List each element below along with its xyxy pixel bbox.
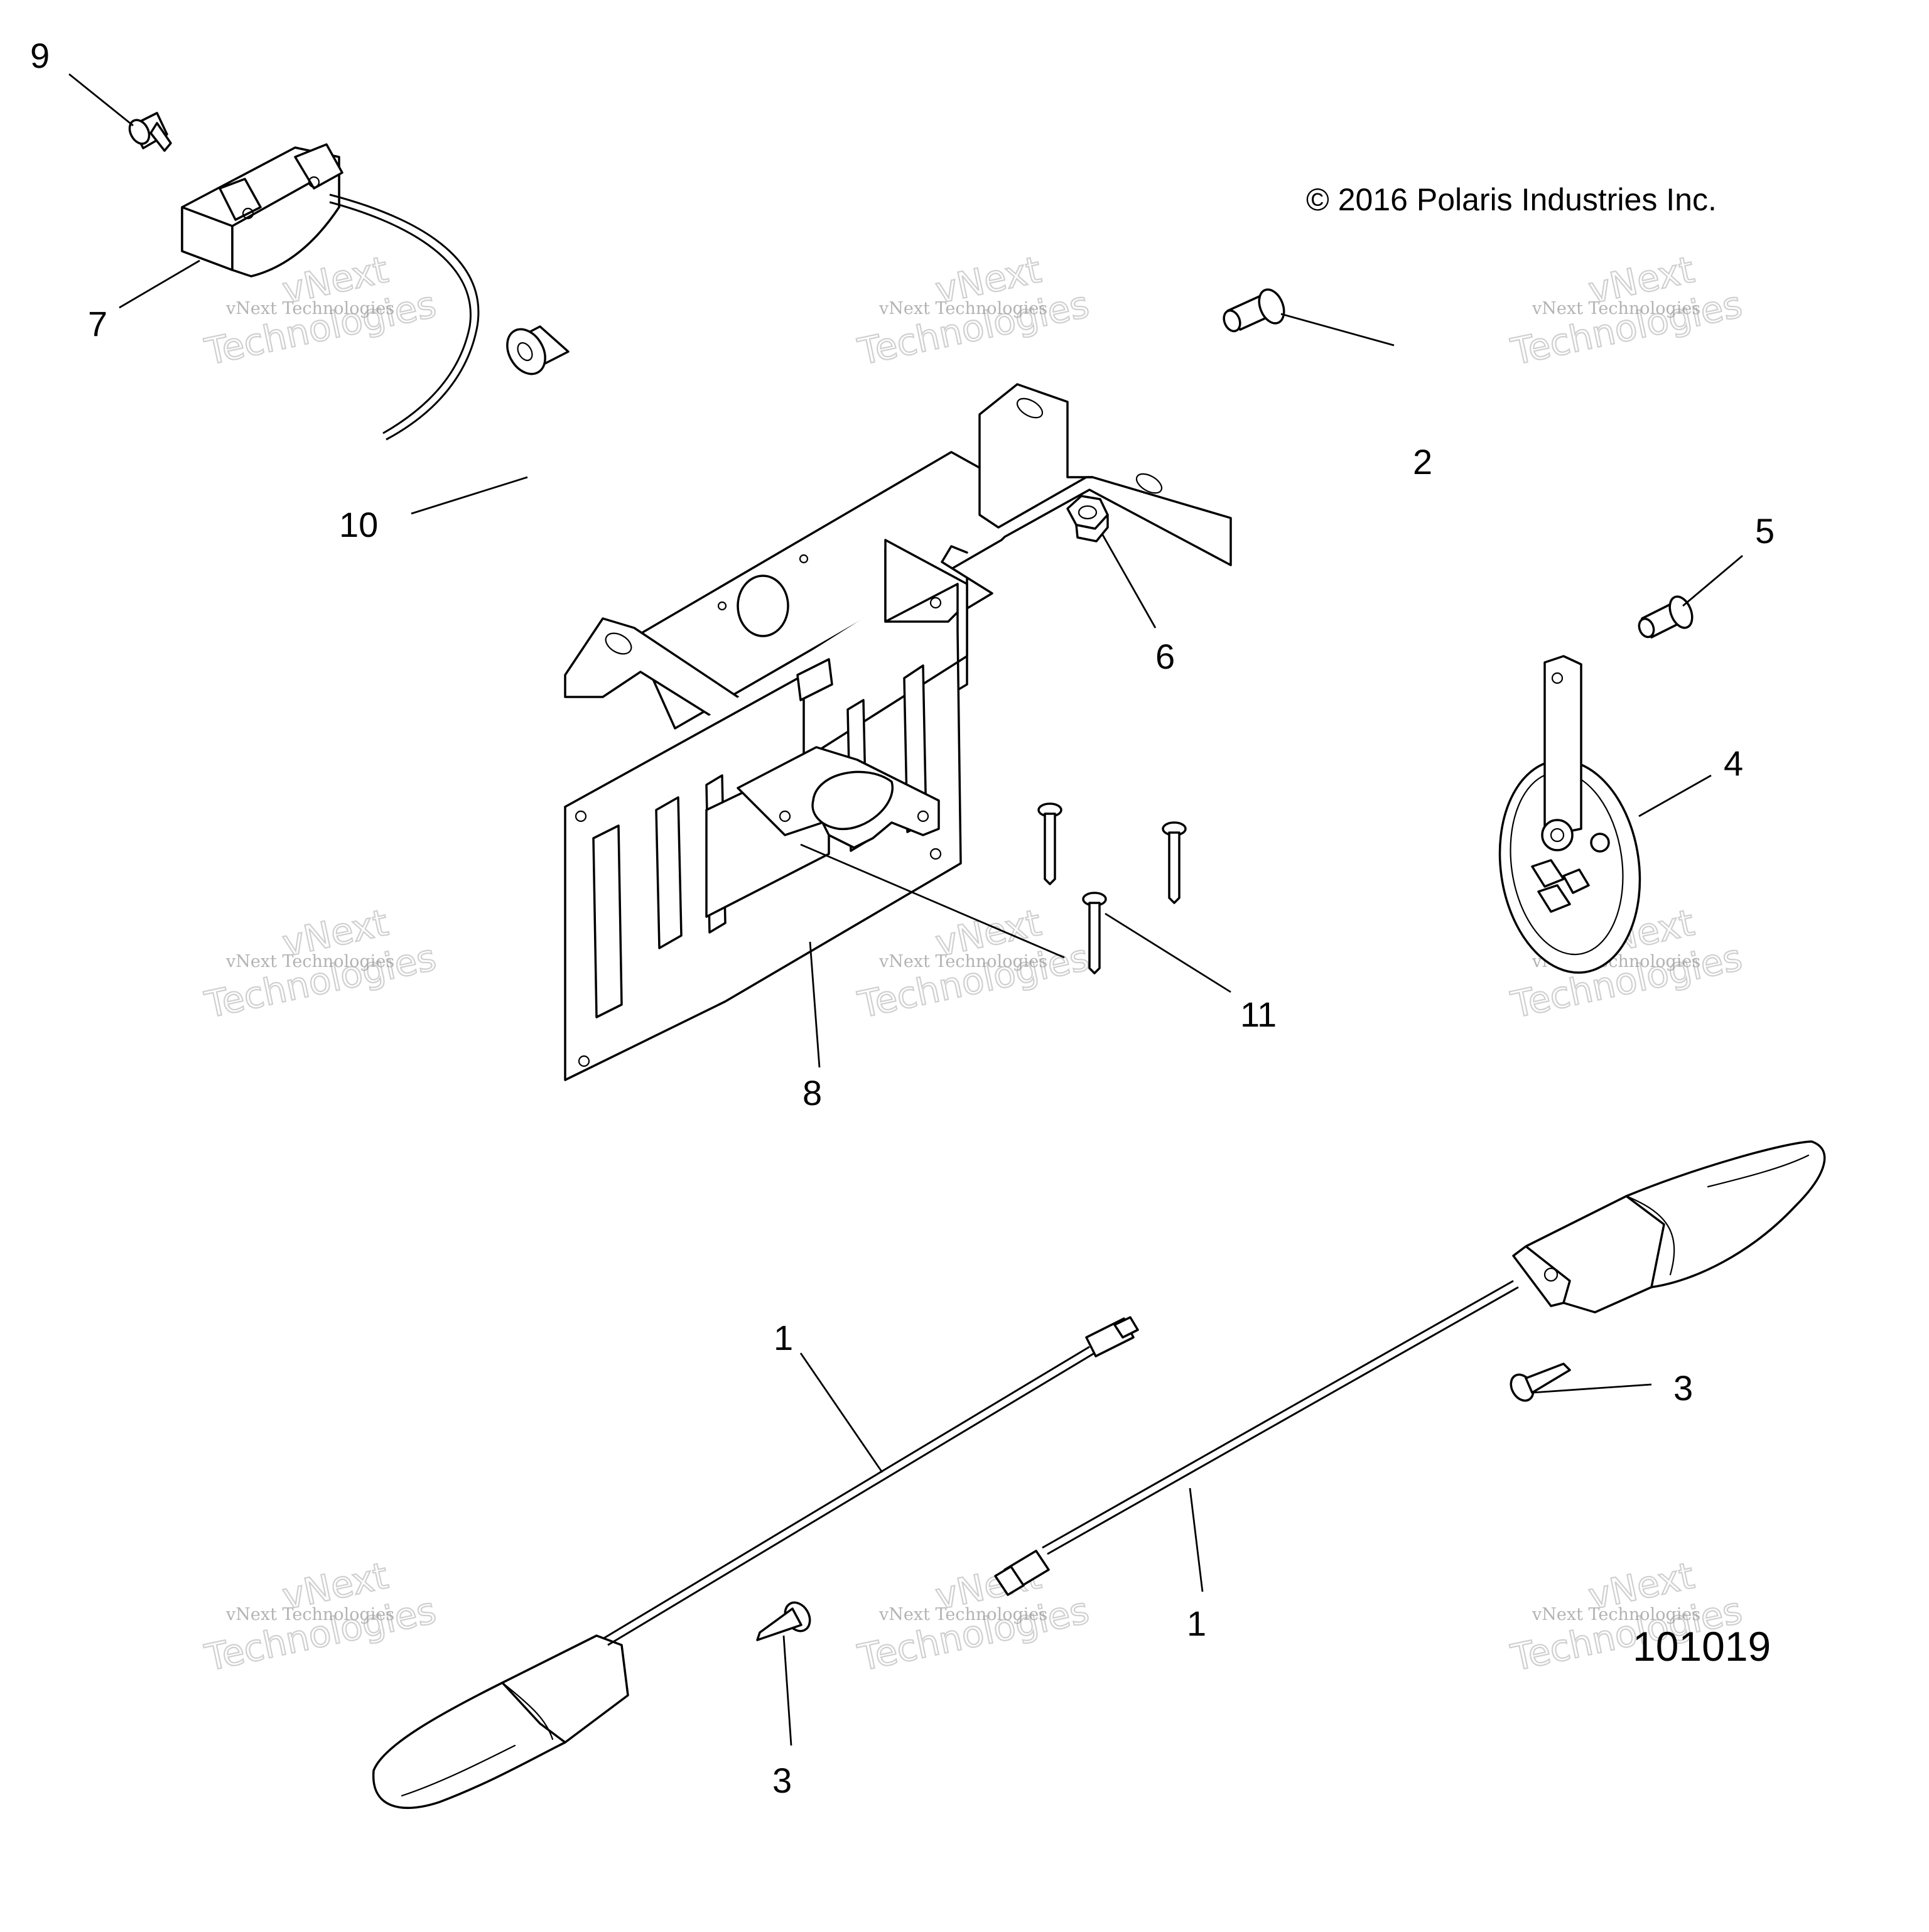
screw-icon	[1162, 821, 1187, 904]
watermarks: vNext Technologies vNext Technologies vN…	[200, 247, 1746, 1680]
callout-10: 10	[339, 505, 378, 544]
license-plate-light-icon	[181, 143, 480, 441]
callout-1a: 1	[774, 1318, 793, 1357]
screw-icon	[1037, 802, 1062, 885]
svg-text:vNext Technologies: vNext Technologies	[1532, 299, 1700, 318]
watermark: vNext Technologies vNext Technologies	[1506, 247, 1746, 374]
screw-icon	[1082, 892, 1107, 974]
svg-text:vNext Technologies: vNext Technologies	[878, 952, 1047, 971]
callout-3a: 3	[1673, 1368, 1693, 1408]
callout-11: 11	[1240, 995, 1277, 1034]
svg-text:vNext Technologies: vNext Technologies	[225, 299, 394, 318]
mounting-bracket-icon	[564, 383, 1232, 1081]
svg-text:vNext Technologies: vNext Technologies	[225, 1605, 394, 1624]
figure-id: 101019	[1633, 1623, 1771, 1670]
nut-icon	[1066, 495, 1109, 542]
bolt-icon	[1223, 288, 1285, 333]
svg-text:vNext Technologies: vNext Technologies	[1532, 1605, 1700, 1624]
callout-5: 5	[1755, 511, 1775, 551]
watermark: vNext Technologies vNext Technologies	[853, 900, 1093, 1027]
screw-icon	[1510, 1363, 1571, 1402]
svg-text:vNext Technologies: vNext Technologies	[878, 299, 1047, 318]
screw-icon	[756, 1601, 811, 1641]
callout-9: 9	[30, 36, 50, 75]
callouts: 9 7 10 2 5 6 4 11 8 1 3 1 3	[30, 36, 1775, 1800]
watermark: vNext Technologies vNext Technologies	[853, 1553, 1093, 1680]
callout-7: 7	[88, 304, 107, 343]
callout-6: 6	[1155, 637, 1175, 676]
watermark: vNext Technologies vNext Technologies	[200, 1553, 440, 1680]
bolt-icon	[128, 112, 172, 152]
spacer-icon	[506, 325, 570, 375]
svg-text:vNext Technologies: vNext Technologies	[225, 952, 394, 971]
svg-text:vNext Technologies: vNext Technologies	[878, 1605, 1047, 1624]
callout-3b: 3	[772, 1761, 792, 1800]
turn-signal-icon	[994, 1140, 1826, 1596]
horn-icon	[1498, 655, 1641, 974]
copyright-text: © 2016 Polaris Industries Inc.	[1306, 182, 1717, 217]
callout-8: 8	[802, 1073, 822, 1113]
watermark: vNext Technologies vNext Technologies	[200, 900, 440, 1027]
bolt-icon	[1638, 595, 1694, 639]
leader-lines	[68, 73, 1743, 1746]
callout-4: 4	[1724, 743, 1743, 783]
watermark: vNext Technologies vNext Technologies	[853, 247, 1093, 374]
callout-2: 2	[1413, 442, 1432, 482]
callout-1b: 1	[1187, 1604, 1206, 1643]
turn-signal-icon	[372, 1316, 1139, 1810]
